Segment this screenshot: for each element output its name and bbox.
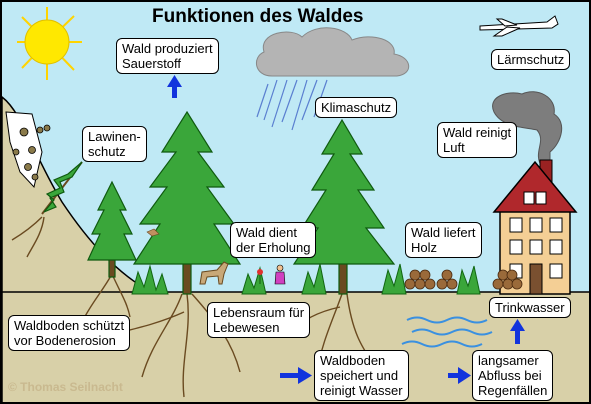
spruce-tree-large [132,110,242,295]
bird-icon [146,228,160,237]
label-lawinenschutz: Lawinen- schutz [82,126,147,162]
rocks-icon [12,124,51,181]
cloud-icon [256,27,410,77]
trinkwasser-arrow-icon [510,319,525,344]
person-icon [274,264,286,285]
label-wasser: Waldboden speichert und reinigt Wasser [314,350,409,401]
house-icon [492,159,578,295]
bushes [131,263,481,295]
airplane-icon [479,15,559,37]
spruce-tree-right [292,118,396,295]
label-sauerstoff: Wald produziert Sauerstoff [116,38,219,74]
diagram-title: Funktionen des Waldes [152,6,364,27]
flow-arrow-icon-2 [448,367,471,384]
label-erholung: Wald dient der Erholung [230,222,317,258]
label-luft: Wald reinigt Luft [437,122,518,158]
sun-icon [17,7,82,80]
label-lebensraum: Lebensraum für Lebewesen [207,302,311,338]
copyright-text: © Thomas Seilnacht [8,380,123,394]
woodpile-icon [404,269,523,290]
water-icon [401,316,493,348]
flow-arrow-icon-1 [280,367,312,384]
label-holz: Wald liefert Holz [405,222,482,258]
oxygen-arrow-icon [167,75,182,98]
spruce-tree-slope [87,180,137,278]
label-klimaschutz: Klimaschutz [315,97,398,118]
label-abfluss: langsamer Abfluss bei Regenfällen [472,350,554,401]
deer-icon [199,261,229,285]
flower-icon [257,269,263,284]
smoke-icon [492,91,563,168]
snow-patch [5,111,43,189]
label-trinkwasser: Trinkwasser [489,297,571,318]
larch-tree-slope [41,161,83,215]
label-bodenerosion: Waldboden schützt vor Bodenerosion [8,315,131,351]
label-laermschutz: Lärmschutz [491,49,571,70]
